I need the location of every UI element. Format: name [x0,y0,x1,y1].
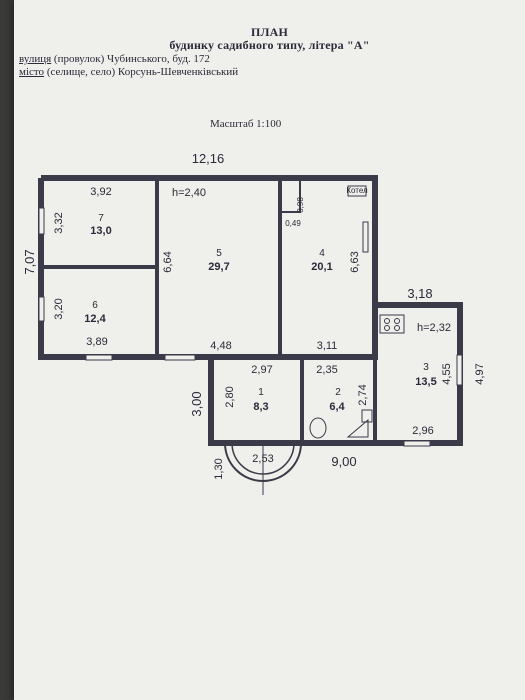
porch-width: 2,53 [252,453,273,465]
document-sheet: ПЛАН будинку садибного типу, літера "А" … [14,0,525,700]
room-1-area: 8,3 [253,401,268,413]
room-5-area: 29,7 [208,261,229,273]
room-7-height: 3,32 [53,212,65,233]
room-4-niche-width: 0,49 [285,219,301,228]
stove-icon [379,314,405,334]
annex-height: 4,97 [474,363,486,384]
overall-height: 7,07 [22,249,37,274]
porch-depth: 1,30 [213,458,225,479]
room-1-width: 2,97 [251,364,272,376]
room-3-height: 4,55 [441,363,453,384]
street-value: (провулок) Чубинського, буд. 172 [51,53,210,65]
city-value: (селище, село) Корсунь-Шевченківський [44,66,239,78]
shower-icon [346,418,369,438]
room-4-niche-height: 0,98 [296,197,305,213]
room-5-number: 5 [216,248,222,259]
boiler-label: Котел [346,186,368,195]
room-3-top-width: 3,11 [317,340,338,352]
document-subtitle: будинку садибного типу, літера "А" [169,38,370,52]
room-5-height: 6,64 [162,251,174,272]
room-6-area: 12,4 [84,313,106,325]
room-2-width: 2,35 [316,364,337,376]
room-3-width: 2,96 [412,425,433,437]
rear-width: 9,00 [331,454,356,469]
scale-label: Масштаб 1:100 [210,118,282,130]
toilet-icon [309,417,327,439]
street-label: вулиця [19,53,52,65]
room-4-number: 4 [319,248,325,259]
city-address: місто (селище, село) Корсунь-Шевченківсь… [19,66,238,79]
windows [38,207,463,447]
room-7-area: 13,0 [90,225,111,237]
fixtures [309,185,405,439]
city-label: місто [19,66,45,78]
room-6-height: 3,20 [53,298,65,319]
room-1-number: 1 [258,387,264,398]
room-7-width: 3,92 [90,186,111,198]
room-2-area: 6,4 [329,401,345,413]
room-3-area: 13,5 [415,376,436,388]
room-2-height: 2,74 [357,384,369,405]
overall-width: 12,16 [192,151,225,166]
document-title: ПЛАН [250,25,289,39]
room-2-number: 2 [335,387,341,398]
annex-width: 3,18 [407,286,432,301]
room-7-number: 7 [98,213,104,224]
room-1-height: 2,80 [224,386,236,407]
room-5-width: 4,48 [210,340,231,352]
room-6-width: 3,89 [86,336,107,348]
room-3-number: 3 [423,362,429,373]
room-4-height: 6,63 [349,251,361,272]
room-4-area: 20,1 [311,261,332,273]
walls [38,175,463,495]
ceiling-height-annex: h=2,32 [417,322,451,334]
sink-icon [361,409,373,423]
ceiling-height-main: h=2,40 [172,187,206,199]
room-6-number: 6 [92,300,98,311]
rear-height: 3,00 [189,391,204,416]
street-address: вулиця (провулок) Чубинського, буд. 172 [19,53,210,66]
boiler-icon [347,185,367,197]
